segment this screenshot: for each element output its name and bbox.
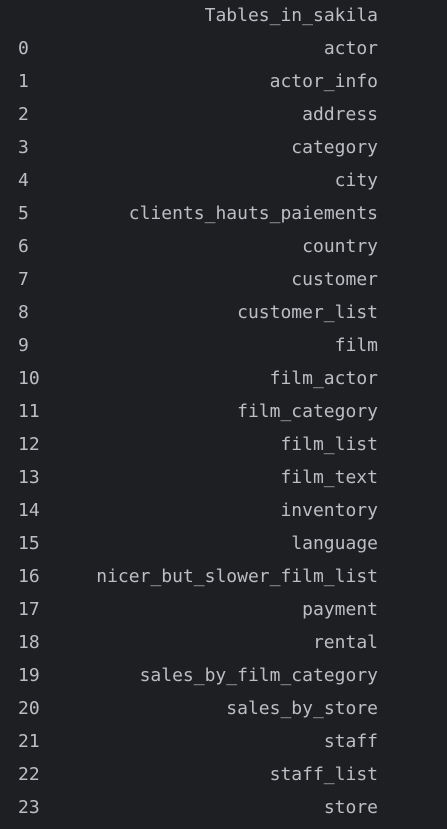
- table-name-cell: language: [291, 533, 378, 554]
- table-row: 8 customer_list: [0, 297, 447, 330]
- row-index: 20: [18, 698, 40, 719]
- table-name-cell: store: [323, 797, 378, 818]
- table-row: 4 city: [0, 165, 447, 198]
- table-row: 18 rental: [0, 627, 447, 660]
- table-name-cell: rental: [312, 632, 378, 653]
- row-index: 9: [18, 335, 29, 356]
- table-name-cell: actor_info: [269, 71, 378, 92]
- table-row: 19 sales_by_film_category: [0, 660, 447, 693]
- table-row: 11 film_category: [0, 396, 447, 429]
- table-row: 17 payment: [0, 594, 447, 627]
- table-row: 15 language: [0, 528, 447, 561]
- table-name-cell: actor: [323, 38, 378, 59]
- row-index: 23: [18, 797, 40, 818]
- table-row: 14 inventory: [0, 495, 447, 528]
- table-row: 23 store: [0, 792, 447, 825]
- row-index: 5: [18, 203, 29, 224]
- row-index: 1: [18, 71, 29, 92]
- table-name-cell: nicer_but_slower_film_list: [96, 566, 378, 587]
- table-row: 13 film_text: [0, 462, 447, 495]
- table-name-cell: category: [291, 137, 378, 158]
- table-name-cell: film_list: [280, 434, 378, 455]
- table-name-cell: payment: [302, 599, 378, 620]
- table-name-cell: staff: [323, 731, 378, 752]
- row-index: 12: [18, 434, 40, 455]
- column-header-row: Tables_in_sakila: [0, 0, 447, 33]
- table-row: 3 category: [0, 132, 447, 165]
- row-index: 6: [18, 236, 29, 257]
- row-index: 0: [18, 38, 29, 59]
- row-index: 10: [18, 368, 40, 389]
- table-row: 1 actor_info: [0, 66, 447, 99]
- table-rows: 0 actor 1 actor_info 2 address 3 category 4 city 5…: [0, 33, 447, 825]
- table-name-cell: sales_by_film_category: [139, 665, 378, 686]
- table-row: 21 staff: [0, 726, 447, 759]
- table-name-cell: staff_list: [269, 764, 378, 785]
- table-row: 7 customer: [0, 264, 447, 297]
- table-row: 22 staff_list: [0, 759, 447, 792]
- table-row: 6 country: [0, 231, 447, 264]
- table-name-cell: clients_hauts_paiements: [128, 203, 378, 224]
- table-row: 0 actor: [0, 33, 447, 66]
- row-index: 8: [18, 302, 29, 323]
- table-name-cell: film_actor: [269, 368, 378, 389]
- row-index: 19: [18, 665, 40, 686]
- row-index: 18: [18, 632, 40, 653]
- table-row: 10 film_actor: [0, 363, 447, 396]
- row-index: 14: [18, 500, 40, 521]
- table-name-cell: inventory: [280, 500, 378, 521]
- row-index: 22: [18, 764, 40, 785]
- table-row: 20 sales_by_store: [0, 693, 447, 726]
- table-name-cell: film_text: [280, 467, 378, 488]
- table-row: 5 clients_hauts_paiements: [0, 198, 447, 231]
- row-index: 17: [18, 599, 40, 620]
- table-name-cell: city: [334, 170, 378, 191]
- row-index: 3: [18, 137, 29, 158]
- table-name-cell: address: [302, 104, 378, 125]
- table-name-cell: sales_by_store: [226, 698, 378, 719]
- row-index: 7: [18, 269, 29, 290]
- table-row: 9 film: [0, 330, 447, 363]
- table-name-cell: country: [302, 236, 378, 257]
- table-row: 2 address: [0, 99, 447, 132]
- row-index: 11: [18, 401, 40, 422]
- table-row: 12 film_list: [0, 429, 447, 462]
- row-index: 4: [18, 170, 29, 191]
- row-index: 15: [18, 533, 40, 554]
- row-index: 13: [18, 467, 40, 488]
- row-index: 21: [18, 731, 40, 752]
- column-header: Tables_in_sakila: [204, 5, 378, 26]
- table-name-cell: customer: [291, 269, 378, 290]
- table-name-cell: film: [334, 335, 378, 356]
- table-row: 16 nicer_but_slower_film_list: [0, 561, 447, 594]
- table-name-cell: film_category: [237, 401, 378, 422]
- table-name-cell: customer_list: [237, 302, 378, 323]
- row-index: 16: [18, 566, 40, 587]
- row-index: 2: [18, 104, 29, 125]
